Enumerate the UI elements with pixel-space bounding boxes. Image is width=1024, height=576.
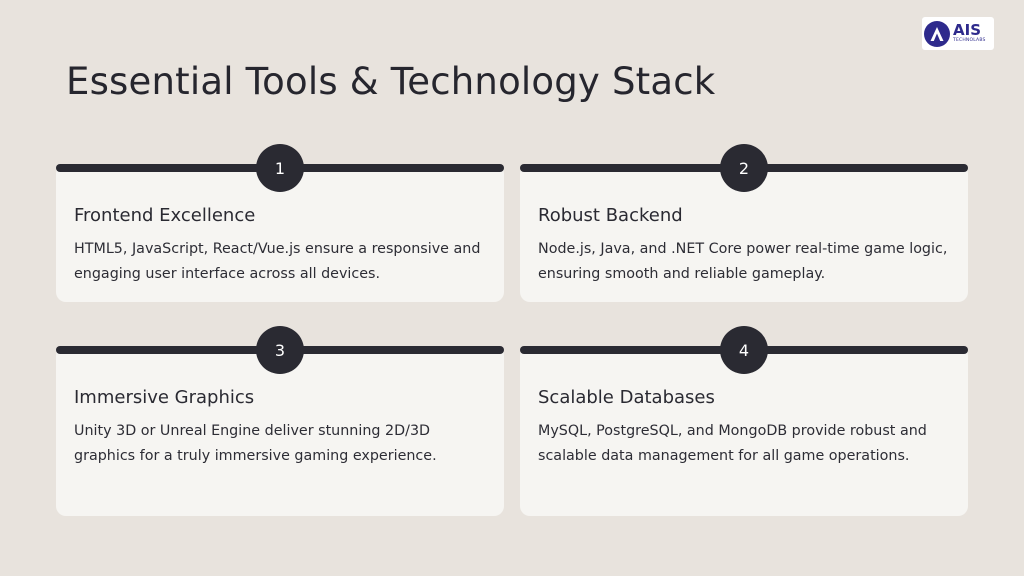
- card-heading: Robust Backend: [538, 205, 683, 226]
- card-heading: Immersive Graphics: [74, 387, 255, 408]
- a-letter-icon: [924, 20, 950, 47]
- card-description: MySQL, PostgreSQL, and MongoDB provide r…: [538, 423, 927, 464]
- card-number-badge: 2: [720, 144, 768, 192]
- card-heading: Scalable Databases: [538, 387, 715, 408]
- card-number-badge: 1: [256, 144, 304, 192]
- company-logo: AIS TECHNOLABS: [922, 17, 994, 50]
- logo-subtitle: TECHNOLABS: [953, 38, 986, 44]
- card-graphics: 3 Immersive Graphics Unity 3D or Unreal …: [56, 326, 504, 516]
- card-frontend: 1 Frontend Excellence HTML5, JavaScript,…: [56, 144, 504, 302]
- card-description: HTML5, JavaScript, React/Vue.js ensure a…: [74, 241, 481, 282]
- card-number-badge: 4: [720, 326, 768, 374]
- page-title: Essential Tools & Technology Stack: [66, 60, 716, 103]
- card-backend: 2 Robust Backend Node.js, Java, and .NET…: [520, 144, 968, 302]
- card-description: Node.js, Java, and .NET Core power real-…: [538, 241, 948, 282]
- card-heading: Frontend Excellence: [74, 205, 256, 226]
- card-number-badge: 3: [256, 326, 304, 374]
- card-databases: 4 Scalable Databases MySQL, PostgreSQL, …: [520, 326, 968, 516]
- card-description: Unity 3D or Unreal Engine deliver stunni…: [74, 423, 437, 464]
- logo-name: AIS: [953, 21, 981, 40]
